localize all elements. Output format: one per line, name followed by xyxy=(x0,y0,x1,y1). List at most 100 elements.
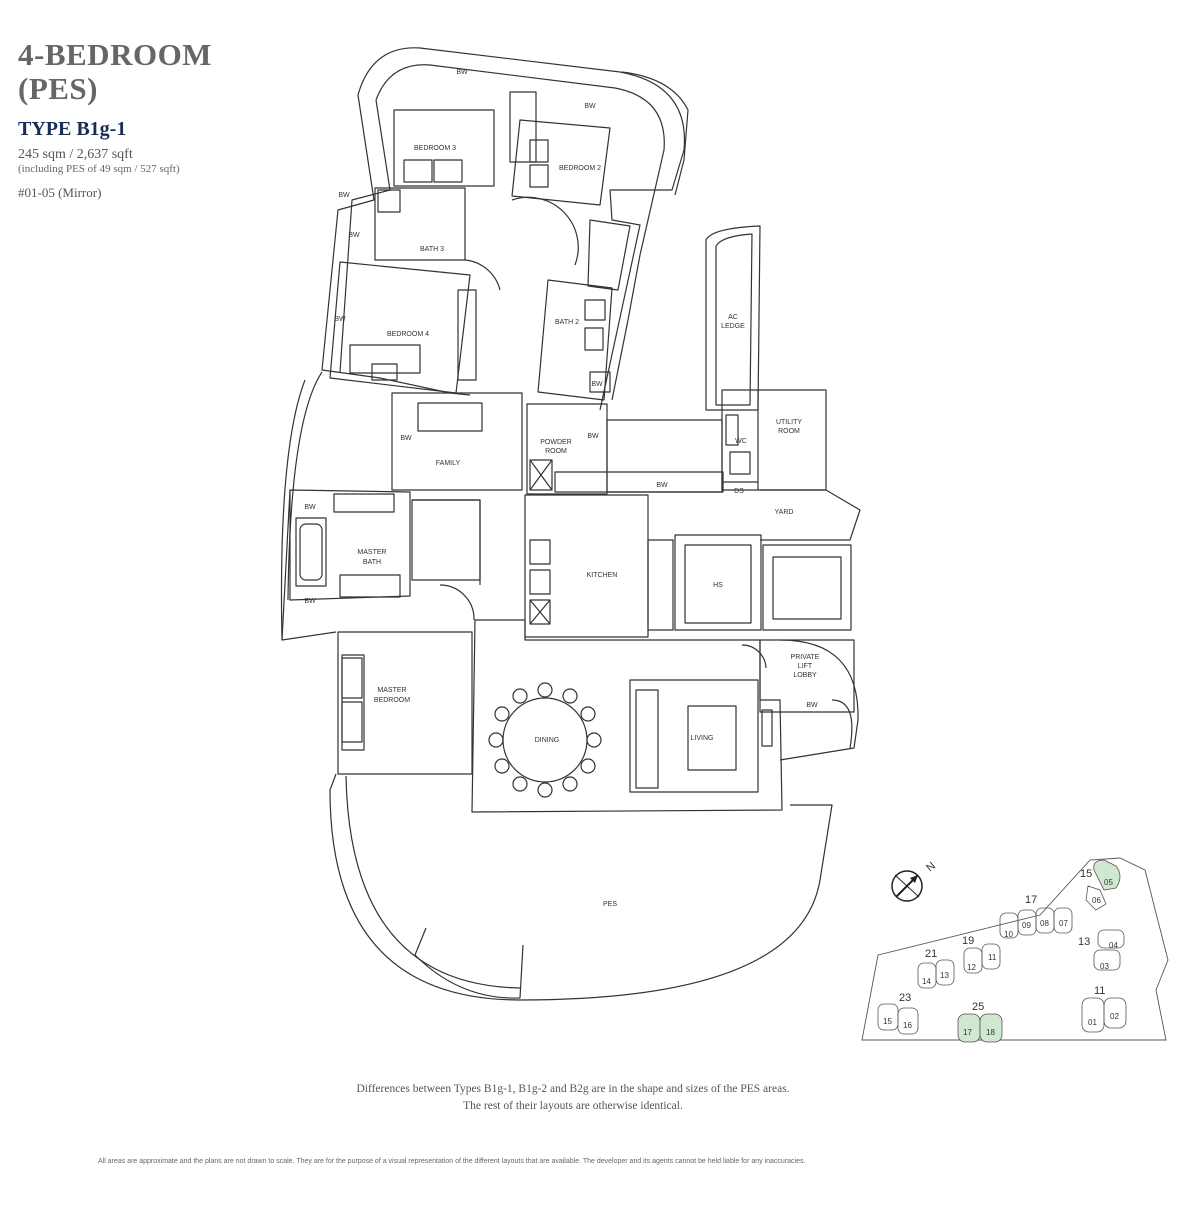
unit-label: 11 xyxy=(988,953,997,962)
label-bw: BW xyxy=(591,381,603,388)
master-bedroom-outline xyxy=(337,631,473,775)
block-label: 25 xyxy=(972,1001,984,1013)
label-dining: DINING xyxy=(535,737,560,744)
label-bw: BW xyxy=(456,69,468,76)
label-bw: BW xyxy=(304,504,316,511)
label-bw: BW xyxy=(806,702,818,709)
label-master-bedroom-1: MASTER xyxy=(377,687,406,694)
block-15: 15 05 06 xyxy=(1080,859,1121,911)
block-19: 19 12 11 xyxy=(962,935,1001,974)
unit-label: 13 xyxy=(940,971,949,980)
yard-outline xyxy=(760,489,861,541)
label-bw: BW xyxy=(656,482,668,489)
unit-label: 16 xyxy=(903,1021,912,1030)
bedroom2-outline xyxy=(511,119,611,206)
block-17: 17 10 09 08 07 xyxy=(999,894,1073,939)
label-bw: BW xyxy=(587,433,599,440)
hs-outline xyxy=(674,534,762,631)
unit-label: 12 xyxy=(967,963,976,972)
west-bedroom-wall xyxy=(321,94,471,396)
unit-18 xyxy=(979,1013,1003,1043)
unit-label: 06 xyxy=(1092,896,1101,905)
layout-note-line1: Differences between Types B1g-1, B1g-2 a… xyxy=(356,1083,790,1095)
upper-wing-wall xyxy=(357,47,686,411)
unit-title-line1: 4-BEDROOM xyxy=(18,37,212,72)
disclaimer: All areas are approximate and the plans … xyxy=(98,1158,806,1165)
north-arrow-icon: N xyxy=(891,860,938,902)
label-wc: WC xyxy=(735,438,747,445)
block-label: 21 xyxy=(925,948,937,960)
unit-label: 14 xyxy=(922,977,931,986)
block-11: 11 01 02 xyxy=(1081,985,1127,1033)
unit-label: 10 xyxy=(1004,930,1013,939)
block-21: 21 14 13 xyxy=(917,948,955,989)
unit-label: 01 xyxy=(1088,1018,1097,1027)
label-lobby-3: LOBBY xyxy=(793,672,817,679)
north-label: N xyxy=(924,860,938,874)
unit-label: 15 xyxy=(883,1017,892,1026)
upper-wing-inner-wall xyxy=(375,64,665,401)
unit-area-note: (including PES of 49 sqm / 527 sqft) xyxy=(18,163,180,175)
label-powder-1: POWDER xyxy=(540,439,572,446)
bath3-outline xyxy=(374,187,466,261)
label-utility-2: ROOM xyxy=(778,428,800,435)
living-zone xyxy=(629,679,759,793)
unit-label: 03 xyxy=(1100,962,1109,971)
unit-number: #01-05 (Mirror) xyxy=(18,185,102,200)
site-boundary xyxy=(861,857,1169,1041)
block-13: 13 04 03 xyxy=(1078,929,1125,971)
block-label: 23 xyxy=(899,992,911,1004)
label-master-bedroom-2: BEDROOM xyxy=(374,697,410,704)
block-label: 13 xyxy=(1078,936,1090,948)
bath2-outline xyxy=(537,279,613,401)
label-bw: BW xyxy=(338,192,350,199)
block-25: 25 17 18 xyxy=(957,1001,1003,1043)
layout-note: Differences between Types B1g-1, B1g-2 a… xyxy=(0,1081,1146,1115)
label-kitchen: KITCHEN xyxy=(587,572,618,579)
block-label: 17 xyxy=(1025,894,1037,906)
label-utility-1: UTILITY xyxy=(776,419,802,426)
label-lobby-2: LIFT xyxy=(798,663,813,670)
label-lobby-1: PRIVATE xyxy=(791,654,820,661)
layout-note-line2: The rest of their layouts are otherwise … xyxy=(463,1100,683,1112)
label-master-bath-2: BATH xyxy=(363,559,381,566)
block-23: 23 15 16 xyxy=(877,992,919,1035)
label-bw: BW xyxy=(334,316,346,323)
label-bedroom2: BEDROOM 2 xyxy=(559,165,601,172)
block-label: 15 xyxy=(1080,868,1092,880)
label-bw: BW xyxy=(584,103,596,110)
label-ac-1: AC xyxy=(728,314,738,321)
unit-label: 02 xyxy=(1110,1012,1119,1021)
label-bath3: BATH 3 xyxy=(420,246,444,253)
unit-05 xyxy=(1093,859,1121,891)
label-yard: YARD xyxy=(775,509,794,516)
label-bedroom4: BEDROOM 4 xyxy=(387,331,429,338)
label-master-bath-1: MASTER xyxy=(357,549,386,556)
unit-label: 05 xyxy=(1104,878,1113,887)
label-ds: DS xyxy=(734,488,744,495)
unit-label: 17 xyxy=(963,1028,972,1037)
label-ac-2: LEDGE xyxy=(721,323,745,330)
unit-06 xyxy=(1085,885,1107,911)
block-label: 11 xyxy=(1094,985,1105,997)
label-living: LIVING xyxy=(691,735,714,742)
label-family: FAMILY xyxy=(436,460,461,467)
unit-label: 08 xyxy=(1040,919,1049,928)
dining-chairs xyxy=(488,682,602,798)
label-pes: PES xyxy=(603,901,617,908)
plan-header: 4-BEDROOM (PES) TYPE B1g-1 245 sqm / 2,6… xyxy=(18,38,278,201)
bedroom3-outline xyxy=(393,109,495,187)
unit-label: 18 xyxy=(986,1028,995,1037)
label-bedroom3: BEDROOM 3 xyxy=(414,145,456,152)
master-bath-outline xyxy=(289,489,411,601)
unit-label: 09 xyxy=(1022,921,1031,930)
powder-room-outline xyxy=(526,403,608,495)
label-bw: BW xyxy=(400,435,412,442)
label-bw: BW xyxy=(348,232,360,239)
label-powder-2: ROOM xyxy=(545,448,567,455)
label-bw: BW xyxy=(304,598,316,605)
block-label: 19 xyxy=(962,935,974,947)
unit-title-line2: (PES) xyxy=(18,71,98,106)
unit-label: 04 xyxy=(1109,941,1118,950)
